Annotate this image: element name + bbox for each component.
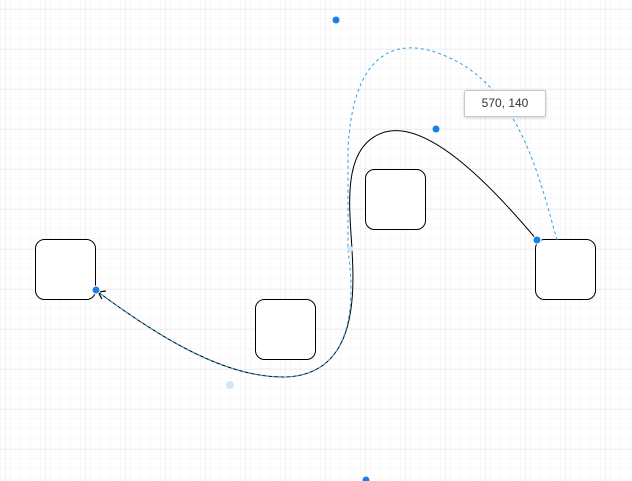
shape-left[interactable]	[35, 239, 96, 300]
shape-middle-lower[interactable]	[255, 299, 316, 360]
handle-bottom-icon[interactable]	[361, 475, 371, 481]
shape-middle-upper[interactable]	[365, 169, 426, 230]
handle-control-icon[interactable]	[431, 124, 441, 134]
shape-right[interactable]	[535, 239, 596, 300]
handle-source-icon[interactable]	[532, 235, 542, 245]
edge-preview-curve	[97, 47, 558, 378]
coordinate-tooltip: 570, 140	[464, 90, 546, 117]
handle-mid-faint-icon[interactable]	[347, 246, 353, 252]
handle-target-icon[interactable]	[91, 285, 101, 295]
handle-lower-faint-icon[interactable]	[226, 381, 234, 389]
handle-top-icon[interactable]	[331, 15, 341, 25]
